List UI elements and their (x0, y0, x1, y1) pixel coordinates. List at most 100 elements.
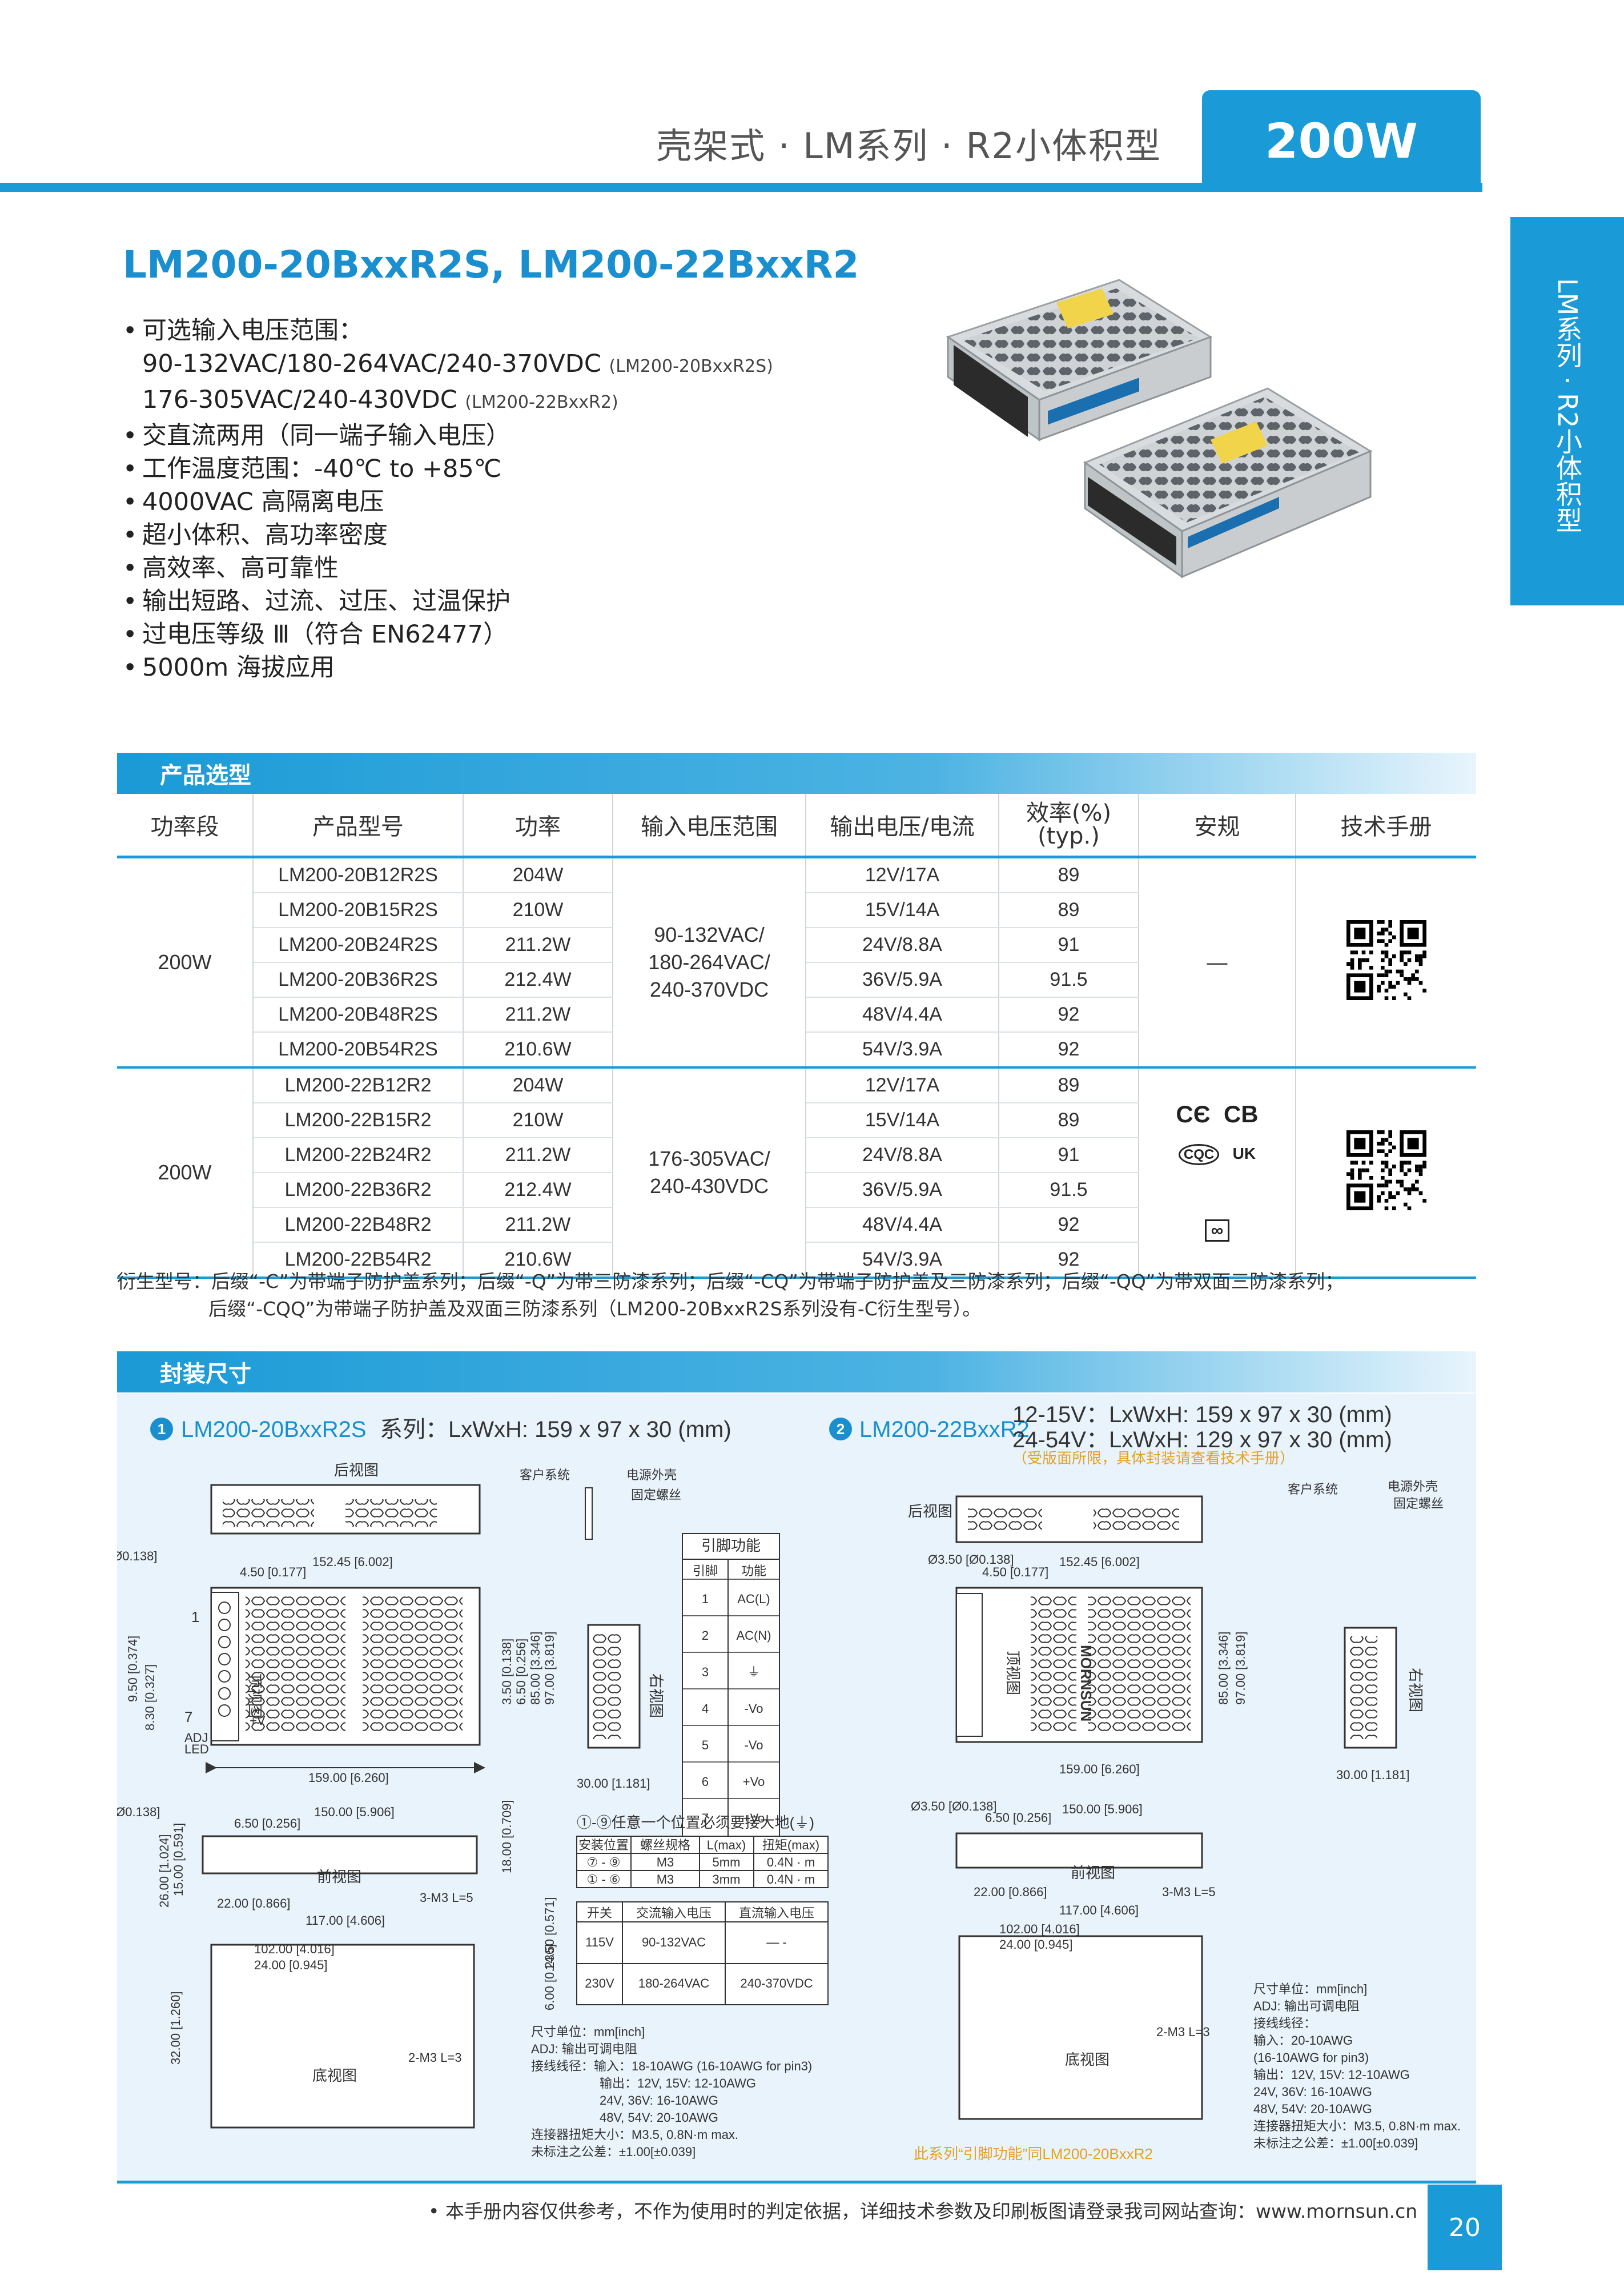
pin-number: 6 (702, 1775, 709, 1789)
badge-2 (829, 1418, 852, 1440)
label-top-view-r: 顶视图 (1004, 1651, 1022, 1695)
table-cell: 210.6W (463, 1032, 613, 1069)
note-line: (16-10AWG for pin3) (1253, 2050, 1369, 2065)
table-cell: 24V/8.8A (806, 928, 999, 963)
pin-function: -Vo (744, 1738, 763, 1752)
mount-cell: M3 (657, 1855, 674, 1869)
feature-item: •可选输入电压范围： (123, 316, 363, 345)
table-cell: 91 (999, 928, 1139, 963)
table-cell: 212.4W (463, 962, 613, 998)
feature-subitem: 90-132VAC/180-264VAC/240-370VDC (LM200-2… (123, 347, 773, 383)
pin-number: 1 (702, 1592, 709, 1606)
dim-9-50: 9.50 [0.374] (126, 1636, 140, 1702)
pin-table-title: 引脚功能 (701, 1537, 761, 1554)
table-cell: LM200-22B54R2 (253, 1242, 464, 1279)
terminal-screws (218, 1601, 231, 1717)
left-notes: 尺寸单位：mm[inch]ADJ: 输出可调电阻接线线径：输入：18-10AWG… (531, 2025, 812, 2159)
table-cell: 92 (999, 1032, 1139, 1069)
label-plus-v: +V (250, 1713, 266, 1728)
switch-cell: 115V (585, 1935, 614, 1949)
qr-code-icon[interactable] (1346, 920, 1426, 1000)
dim-22: 22.00 [0.866] (217, 1896, 290, 1910)
dim-hole-front-r: Ø3.50 [Ø0.138] (911, 1799, 996, 1813)
table-cell: 92 (999, 1207, 1139, 1243)
feature-subitem: 176-305VAC/240-430VDC (LM200-22BxxR2) (123, 383, 773, 419)
table-cell: 211.2W (463, 1207, 613, 1243)
dim-hole-front: Ø3.50 [Ø0.138] (117, 1805, 160, 1819)
terminal-block (211, 1592, 239, 1741)
note-line: 接线线径： (1253, 2016, 1316, 2030)
label-pin1: 1 (191, 1608, 199, 1625)
table-cell: 210W (463, 893, 613, 928)
derivative-note: 衍生型号：后缀“-C”为带端子防护盖系列；后缀“-Q”为带三防漆系列；后缀“-C… (117, 1268, 1488, 1323)
note-line: 24V, 36V: 16-10AWG (600, 2093, 718, 2108)
dim-6-50: 6.50 [0.256] (514, 1639, 528, 1705)
table-cell: 48V/4.4A (806, 997, 999, 1033)
dim-8-30: 8.30 [0.327] (143, 1664, 157, 1731)
header-power-badge: 200W (1202, 90, 1481, 192)
switch-header: 开关 (587, 1906, 612, 1920)
dim-152-45: 152.45 [6.002] (312, 1555, 393, 1569)
dim-6-00: 6.00 [0.236] (542, 1944, 557, 2010)
switch-table: 开关 交流输入电压 直流输入电压 115V 90-132VAC — - 230V… (576, 1901, 829, 2005)
ukca-mark-icon: UK (1232, 1145, 1256, 1162)
qr-code-icon[interactable] (1346, 1130, 1426, 1210)
dim-hole-r: Ø3.50 [Ø0.138] (928, 1552, 1014, 1567)
label-pin7: 7 (184, 1708, 192, 1725)
cb-mark-icon: CB (1223, 1101, 1259, 1127)
svg-text:2: 2 (837, 1420, 845, 1438)
dim-159-r: 159.00 [6.260] (1059, 1762, 1140, 1776)
left-title-model: LM200-20BxxR2S (181, 1417, 367, 1442)
table-cell: LM200-22B36R2 (253, 1173, 464, 1208)
table-cell: 54V/3.9A (806, 1032, 999, 1069)
label-rear-view: 后视图 (334, 1462, 379, 1479)
feature-item: •交直流两用（同一端子输入电压） (123, 422, 510, 450)
pin-header: 引脚 (693, 1564, 718, 1578)
note-line: 连接器扭矩大小：M3.5, 0.8N·m max. (1253, 2119, 1461, 2133)
pin-number: 7 (702, 1811, 709, 1825)
col-header: 输出电压/电流 (806, 794, 999, 858)
mount-table: 安装位置 螺丝规格 L(max) 扭矩(max) ⑦ - ⑨ M3 5mm 0.… (576, 1836, 829, 1888)
section-title-dimensions: 封装尺寸 (117, 1351, 1476, 1392)
mount-cell: 0.4N · m (767, 1872, 815, 1886)
dim-6-50-front-r: 6.50 [0.256] (985, 1811, 1051, 1825)
table-cell: 48V/4.4A (806, 1207, 999, 1243)
note-line: 未标注之公差：±1.00[±0.039] (1253, 2136, 1418, 2150)
dim-97: 97.00 [3.819] (542, 1632, 557, 1705)
mount-header: 安装位置 (578, 1838, 629, 1852)
side-tab (1510, 217, 1624, 605)
feature-list: •可选输入电压范围： 90-132VAC/180-264VAC/240-370V… (123, 314, 773, 684)
label-front-view-r: 前视图 (1071, 1864, 1115, 1881)
label-customer-system-r: 客户系统 (1288, 1482, 1338, 1496)
dim-24-r: 24.00 [0.945] (999, 1937, 1072, 1952)
pin-number: 3 (702, 1665, 709, 1679)
label-rear-view-r: 后视图 (908, 1503, 952, 1520)
table-cell: 211.2W (463, 928, 613, 963)
col-header: 功率 (463, 794, 613, 858)
dim-m3-l3: 2-M3 L=3 (408, 2050, 462, 2065)
table-cell: 89 (999, 893, 1139, 928)
pin-function: ⏚ (747, 1665, 760, 1679)
note-line: 接线线径：输入：18-10AWG (16-10AWG for pin3) (531, 2059, 812, 2073)
dim-m3-l5: 3-M3 L=5 (420, 1890, 473, 1905)
bottom-view-outline-r (958, 1935, 1203, 2120)
pin-number: 5 (702, 1738, 709, 1752)
table-cell: 12V/17A (806, 1067, 999, 1103)
side-tab-label: LM系列 · R2小体积型 (1552, 278, 1583, 533)
mount-cell: ① - ⑥ (587, 1872, 621, 1886)
dim-4-50: 4.50 [0.177] (240, 1565, 306, 1579)
table-cell: 210W (463, 1103, 613, 1138)
table-cell: 90-132VAC/ 180-264VAC/ 240-370VDC (613, 857, 806, 1069)
label-top-view: 顶视图 (246, 1673, 263, 1718)
qr-code-cell (1296, 1067, 1476, 1279)
col-header: 效率(%) (typ.) (999, 794, 1139, 858)
input-range-1: 90-132VAC/180-264VAC/240-370VDC (142, 350, 601, 378)
mount-cell: 0.4N · m (767, 1855, 815, 1869)
footer-note: • 本手册内容仅供参考，不作为使用时的判定依据，详细技术参数及印刷板图请登录我司… (428, 2200, 1418, 2222)
